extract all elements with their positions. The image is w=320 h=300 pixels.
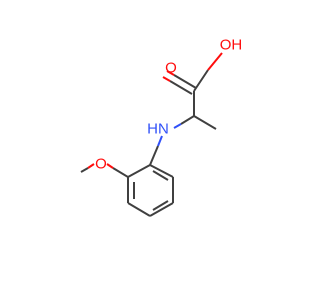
bond-ring-o-oxygen [106, 163, 114, 169]
bond-c-oh-carbon [193, 69, 209, 92]
atom-oxygen-methoxy: O [95, 156, 107, 173]
ring-bond-4 [149, 202, 174, 217]
bond-carbonyl-c-side-2 [169, 80, 193, 95]
bond-alpha-n-nitrogen [173, 123, 182, 129]
structure-diagram: O OH HN O [80, 37, 243, 217]
alpha-carbon-group [173, 115, 217, 130]
ring-bond-1 [127, 164, 151, 178]
bond-carbonyl-o-side-1 [166, 70, 175, 76]
ring-bond-3 [127, 202, 151, 217]
bond-alpha-methyl [193, 115, 217, 130]
ring-double-bond-2 [152, 200, 169, 211]
bond-carbonyl-o-side-2 [162, 76, 171, 82]
bond-carbonyl-c-side-1 [173, 74, 197, 89]
amine-link [149, 135, 163, 166]
ring-double-bond-3 [152, 170, 169, 181]
bond-n-ring-nitrogen [157, 135, 163, 147]
bond-ring-o-carbon [112, 167, 129, 178]
atom-oxygen-carbonyl: O [165, 60, 177, 77]
benzene-ring [127, 164, 174, 217]
bond-c-oh-oxygen [207, 52, 223, 71]
bond-o-methyl-oxygen [87, 163, 95, 169]
bond-o-methyl-carbon [80, 167, 89, 173]
methoxy-group [80, 163, 129, 178]
ring-bond-6 [149, 164, 174, 178]
carboxyl-group [162, 52, 223, 116]
atom-oxygen-hydroxyl: OH [220, 37, 243, 54]
bond-alpha-n-carbon [180, 115, 195, 125]
atom-nitrogen: HN [147, 121, 169, 138]
bond-n-ring-carbon [149, 145, 159, 166]
